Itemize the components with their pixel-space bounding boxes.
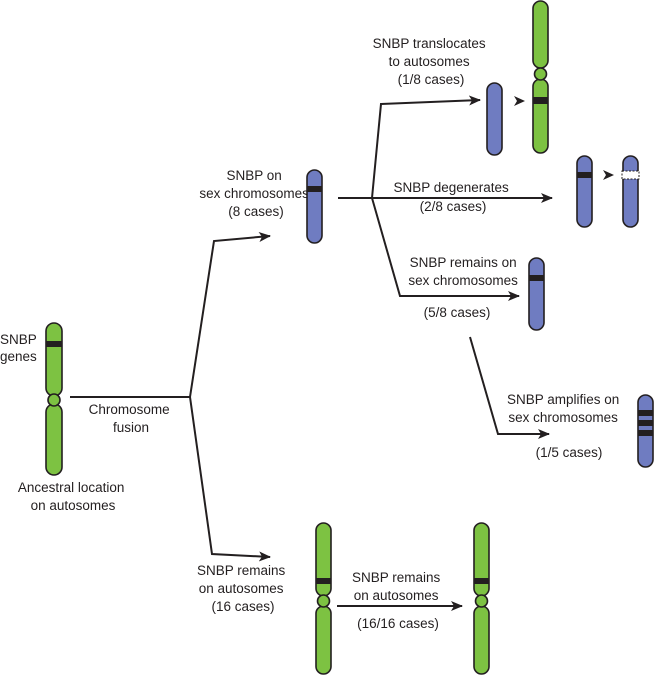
green-chromosome-autosome-1 — [315, 522, 332, 675]
blue-chromosome-before-translocation — [486, 82, 503, 156]
arrow-remains-sex — [371, 197, 520, 301]
chromosome-fusion-label: Chromosome fusion — [89, 402, 174, 435]
branch-to-sex-chromosomes — [189, 231, 271, 398]
green-chromosome-translocated — [532, 0, 549, 154]
snbp-genes-label: SNBP genes — [0, 332, 40, 364]
blue-chromosome-remains — [528, 257, 545, 331]
remains-auto-final-label: SNBP remains on autosomes (16/16 cases) — [352, 570, 444, 631]
sex-chromosome-blue — [306, 169, 323, 244]
remains-autosomes-label: SNBP remains on autosomes (16 cases) — [197, 563, 289, 614]
translocates-label: SNBP translocates to autosomes (1/8 case… — [373, 36, 490, 87]
blue-chromosome-amplified — [637, 394, 654, 468]
blue-chromosome-degenerated — [621, 155, 640, 228]
remains-sex-label: SNBP remains on sex chromosomes (5/8 cas… — [408, 255, 521, 320]
ancestral-chromosome — [45, 322, 63, 476]
green-chromosome-autosome-2 — [473, 522, 490, 675]
small-arrowhead-degeneration — [603, 170, 614, 180]
degenerates-label: SNBP degenerates (2/8 cases) — [393, 180, 512, 214]
amplifies-label: SNBP amplifies on sex chromosomes (1/5 c… — [507, 392, 623, 460]
small-arrowhead-translocation — [514, 96, 525, 106]
sex-chromosomes-label: SNBP on sex chromosomes (8 cases) — [199, 168, 312, 219]
branch-to-autosomes — [189, 396, 271, 562]
blue-chromosome-before-degeneration — [576, 155, 593, 228]
arrow-translocates — [371, 95, 481, 199]
ancestral-location-label: Ancestral location on autosomes — [18, 480, 128, 513]
arrow-amplifies — [469, 336, 550, 439]
